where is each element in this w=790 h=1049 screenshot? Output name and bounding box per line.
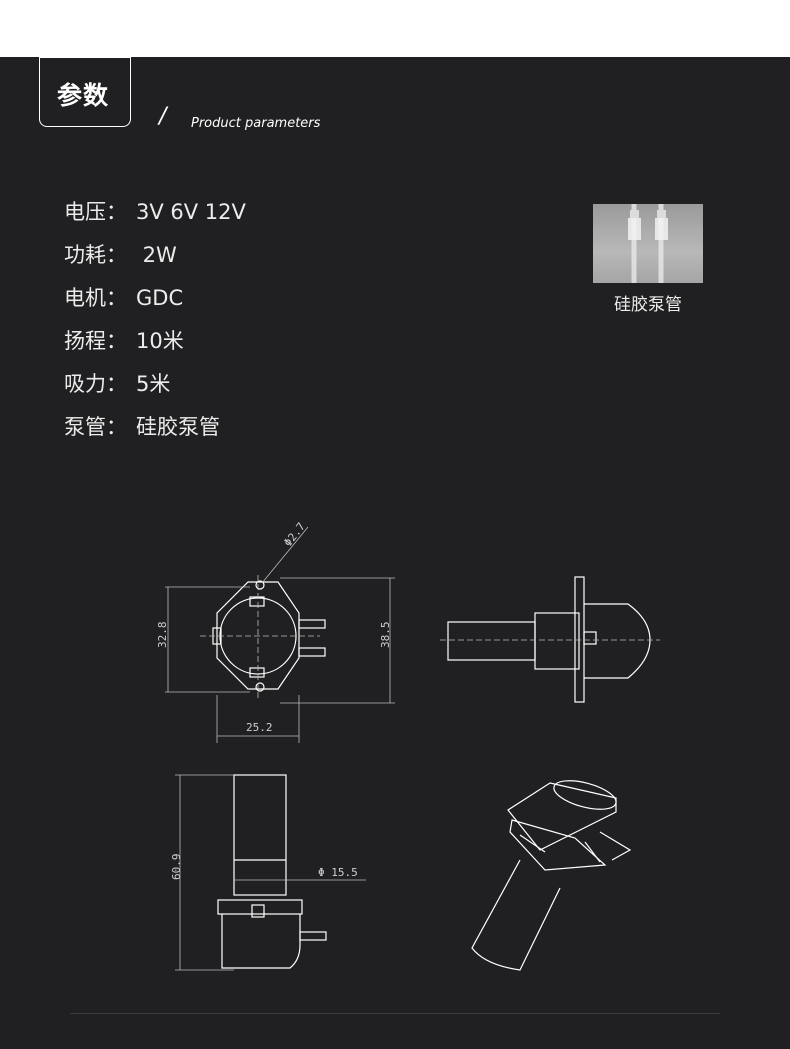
spec-label: 功耗：	[64, 243, 127, 267]
dim-length-label: 60.9	[170, 854, 183, 881]
dim-height-right-label: 38.5	[379, 622, 392, 649]
spec-value: 硅胶泵管	[136, 415, 220, 439]
title-slash: /	[159, 104, 167, 129]
spec-label: 电机：	[64, 286, 127, 310]
spec-value: 5米	[136, 372, 171, 396]
section-subtitle: Product parameters	[191, 116, 321, 131]
spec-value: GDC	[136, 286, 184, 310]
dim-hole-label: Φ2.7	[281, 520, 308, 549]
spec-head: 扬程： 10米	[64, 325, 246, 368]
spec-label: 泵管：	[64, 415, 127, 439]
spec-value: 3V 6V 12V	[136, 200, 246, 224]
technical-drawing: Φ2.7 32.8 38.5 25.2 60.9 Φ 15.5	[156, 520, 660, 971]
section-title: 参数	[57, 81, 110, 110]
spec-value: 10米	[136, 329, 184, 353]
spec-label: 扬程：	[64, 329, 127, 353]
dim-height-left-label: 32.8	[156, 622, 169, 649]
dim-width-label: 25.2	[246, 721, 273, 734]
photo-caption: 硅胶泵管	[614, 295, 682, 315]
spec-label: 电压：	[64, 200, 127, 224]
title-box	[39, 25, 131, 127]
spec-power: 功耗： 2W	[64, 239, 246, 282]
tube-photo	[593, 204, 703, 283]
dim-diameter-label: Φ 15.5	[318, 866, 358, 879]
spec-motor: 电机： GDC	[64, 282, 246, 325]
spec-voltage: 电压： 3V 6V 12V	[64, 196, 246, 239]
spec-suction: 吸力： 5米	[64, 368, 246, 411]
footer-divider	[70, 1013, 720, 1014]
spec-label: 吸力：	[64, 372, 127, 396]
spec-tube: 泵管： 硅胶泵管	[64, 411, 246, 454]
spec-value: 2W	[136, 243, 177, 267]
spec-list: 电压：3V 6V 12V 功耗： 2W 电机：GDC 扬程：10米 吸力：5米 …	[64, 196, 246, 454]
